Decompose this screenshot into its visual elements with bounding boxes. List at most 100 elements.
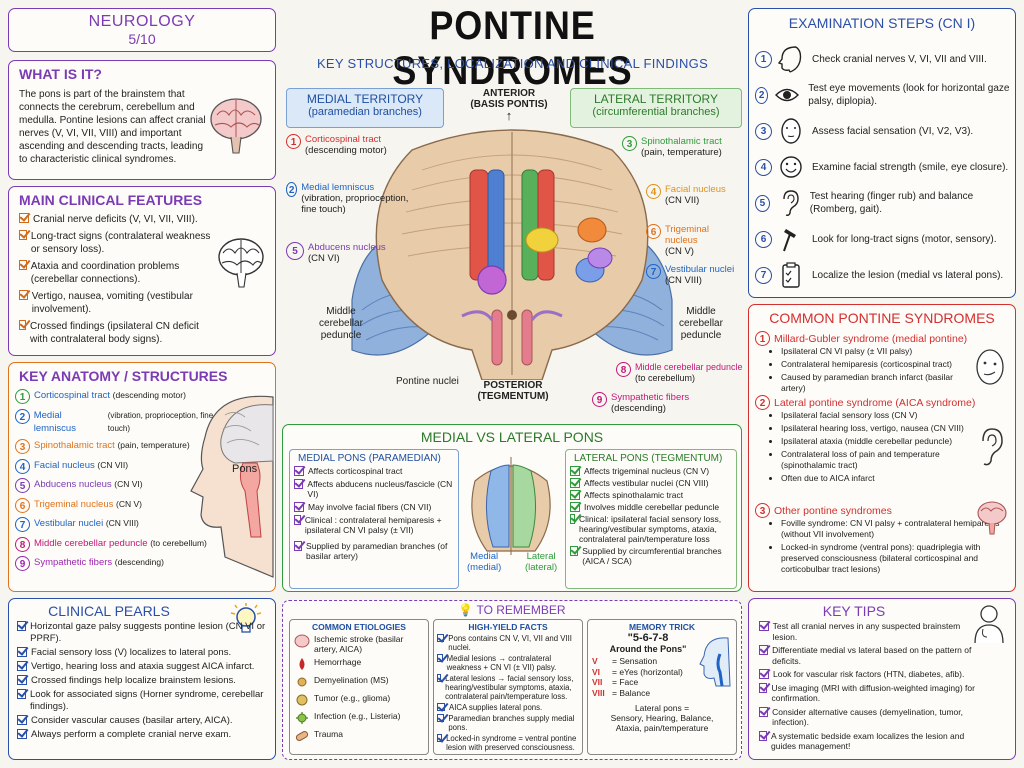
check-icon (19, 260, 27, 270)
face-palsy-icon (976, 349, 1004, 385)
medial-item: May involve facial fibers (CN VII) (294, 502, 454, 512)
check-icon (294, 541, 303, 551)
number-badge: 5 (286, 242, 304, 260)
anterior-label: ANTERIOR (BASIS PONTIS) ↑ (450, 88, 568, 122)
what-is-it-text: The pons is part of the brainstem that c… (19, 89, 206, 165)
lightbulb-icon (230, 603, 262, 633)
main-features-title: MAIN CLINICAL FEATURES (19, 192, 203, 208)
check-icon (437, 734, 443, 742)
check-icon (294, 502, 304, 512)
tip-item: Consider alternative causes (demyelinati… (759, 706, 977, 728)
exam-steps-panel: EXAMINATION STEPS (CN I) 1 Check cranial… (748, 8, 1016, 298)
mcp-left-label: Middle cerebellar peduncle (319, 306, 363, 341)
check-icon (437, 634, 445, 642)
check-icon (17, 675, 27, 685)
check-icon (17, 729, 27, 739)
pearl-item: Facial sensory loss (V) localizes to lat… (17, 647, 271, 659)
page-subtitle: KEY STRUCTURES, LOCALIZATION AND CLINICA… (316, 56, 709, 71)
fact-item: Pons contains CN V, VI, VII and VIII nuc… (437, 634, 579, 652)
number-badge: 3 (15, 439, 30, 454)
check-icon (437, 654, 443, 662)
check-icon (570, 478, 580, 488)
pearls-list: Horizontal gaze palsy suggests pontine l… (17, 621, 271, 741)
check-icon (570, 502, 580, 512)
lateral-pons-list: Affects trigeminal nucleus (CN V) Affect… (566, 466, 736, 566)
check-icon (759, 645, 769, 655)
feature-item: Crossed findings (ipsilateral CN deficit… (19, 320, 219, 346)
facts-list: Pons contains CN V, VI, VII and VIII nuc… (434, 632, 582, 754)
memory-list: V= Sensation VI= eYes (horizontal) VII= … (588, 654, 736, 700)
check-icon (437, 703, 445, 711)
syndrome-1-list: Ipsilateral CN VI palsy (± VII palsy) Co… (769, 346, 961, 394)
check-icon (294, 479, 304, 489)
arrow-up-icon: ↑ (505, 108, 513, 123)
key-anatomy-title: KEY ANATOMY / STRUCTURES (19, 368, 228, 384)
neuron-icon (297, 677, 307, 687)
lateral-item: Clinical: ipsilateral facial sensory los… (570, 514, 732, 544)
tip-item: A systematic bedside exam localizes the … (759, 730, 977, 752)
number-badge: 1 (286, 134, 301, 149)
etiology-item: Trauma (294, 729, 424, 743)
check-icon (570, 466, 580, 476)
number-badge: 4 (646, 184, 661, 199)
number-badge: 4 (755, 158, 772, 176)
check-icon (570, 490, 580, 500)
number-badge: 1 (755, 50, 772, 68)
virus-icon (296, 712, 308, 724)
pearl-item: Always perform a complete cranial nerve … (17, 729, 271, 741)
medial-pons-box: MEDIAL PONS (PARAMEDIAN) Affects cortico… (289, 449, 459, 589)
etiology-item: Hemorrhage (294, 657, 424, 671)
medial-territory-box: MEDIAL TERRITORY (paramedian branches) (286, 88, 444, 128)
check-icon (17, 689, 27, 699)
ear-icon (783, 190, 799, 216)
number-badge: 2 (755, 86, 769, 104)
syndrome-3-list: Foville syndrome: CN VI palsy + contrala… (769, 518, 1011, 575)
number-badge: 6 (15, 497, 30, 513)
check-icon (759, 621, 769, 631)
lateral-diagram-label: Lateral (lateral) (525, 551, 558, 573)
exam-step: 1 Check cranial nerves V, VI, VII and VI… (755, 41, 1013, 77)
lateral-item: Affects spinothalamic tract (570, 490, 732, 500)
memory-item: V= Sensation (592, 656, 658, 666)
feature-item: Vertigo, nausea, vomiting (vestibular in… (19, 290, 219, 316)
number-badge: 8 (15, 536, 30, 552)
what-is-it-panel: WHAT IS IT? The pons is part of the brai… (8, 60, 276, 180)
check-icon (437, 674, 442, 682)
to-remember-panel: 💡 TO REMEMBER COMMON ETIOLOGIES Ischemic… (282, 600, 742, 760)
etiology-item: Tumor (e.g., glioma) (294, 693, 424, 707)
feature-item: Cranial nerve deficits (V, VI, VII, VIII… (19, 213, 219, 226)
etiology-item: Demyelination (MS) (294, 675, 424, 689)
check-icon (17, 715, 27, 725)
number-badge: 7 (755, 266, 772, 284)
smile-icon (780, 156, 802, 178)
posterior-label: POSTERIOR (TEGMENTUM) (477, 380, 549, 402)
exam-step: 7 Localize the lesion (medial vs lateral… (755, 257, 1013, 293)
fact-item: Locked-in syndrome = ventral pontine les… (437, 734, 579, 752)
head-sagittal-icon (190, 395, 274, 578)
check-icon (570, 514, 575, 524)
check-icon (19, 230, 27, 240)
number-badge: 3 (755, 122, 772, 140)
lateral-item: Supplied by circumferential branches (AI… (570, 546, 732, 566)
etiology-list: Ischemic stroke (basilar artery, AICA) H… (290, 632, 428, 745)
syndromes-title: COMMON PONTINE SYNDROMES (769, 310, 995, 326)
check-icon (17, 621, 27, 631)
badge-line1: NEUROLOGY (88, 13, 196, 30)
etiology-item: Infection (e.g., Listeria) (294, 711, 424, 725)
page-title: PONTINE SYNDROMES (392, 4, 633, 93)
number-badge: 5 (755, 194, 770, 212)
fact-item: Medial lesions → contralateral weakness … (437, 654, 579, 672)
check-icon (437, 714, 445, 722)
tip-item: Differentiate medial vs lateral based on… (759, 645, 977, 666)
medial-diagram-label: Medial (medial) (467, 551, 502, 573)
clipboard-icon (782, 262, 800, 288)
